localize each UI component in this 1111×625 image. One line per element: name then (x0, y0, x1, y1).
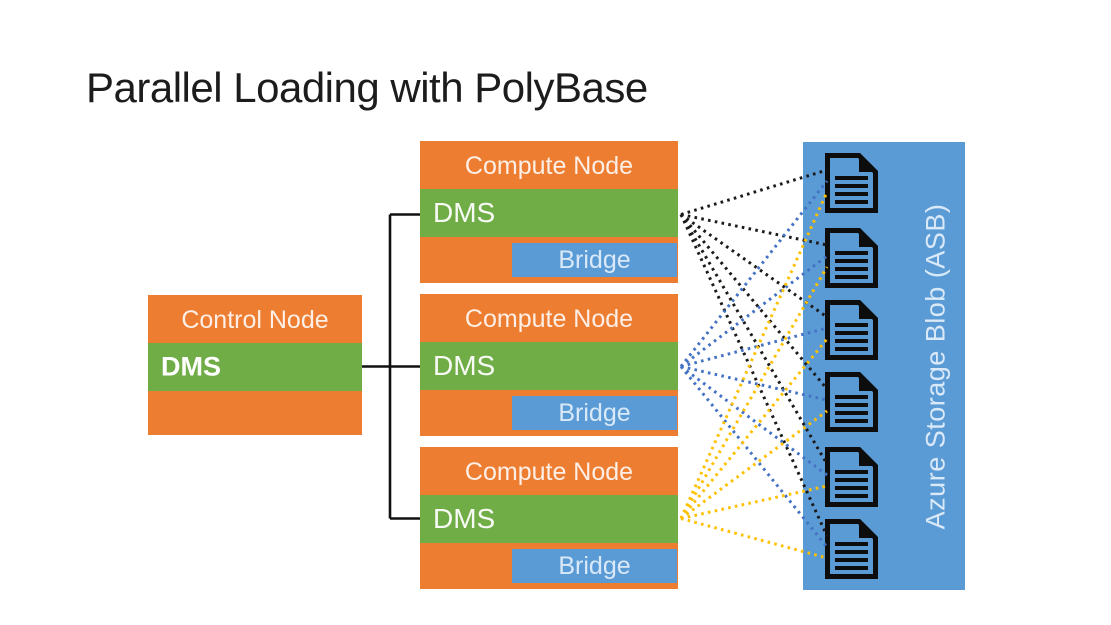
bridge-box: Bridge (512, 243, 677, 277)
compute-node-dms-label: DMS (433, 197, 496, 228)
bridge-label: Bridge (558, 551, 631, 580)
document-icon (825, 372, 878, 432)
bridge-label: Bridge (558, 398, 631, 427)
storage-box: Azure Storage Blob (ASB) (803, 142, 965, 590)
control-node: Control Node DMS (148, 295, 362, 435)
compute-node-3: Compute Node DMS Bridge (420, 447, 678, 589)
bridge-label: Bridge (558, 245, 631, 274)
storage-label: Azure Storage Blob (ASB) (920, 203, 951, 529)
compute-node-label: Compute Node (464, 458, 634, 486)
compute-node-dms-band: DMS Bridge (420, 495, 678, 583)
document-icon (825, 519, 878, 579)
compute-node-1: Compute Node DMS Bridge (420, 141, 678, 283)
slide-title: Parallel Loading with PolyBase (86, 64, 648, 111)
bridge-box: Bridge (512, 549, 677, 583)
control-node-label: Control Node (181, 306, 329, 334)
document-icon (825, 300, 878, 360)
compute-node-label: Compute Node (464, 305, 634, 333)
document-icon (825, 228, 878, 288)
storage-label-wrap: Azure Storage Blob (ASB) (907, 142, 965, 590)
bridge-box: Bridge (512, 396, 677, 430)
compute-node-label: Compute Node (464, 152, 634, 180)
compute-node-dms-band: DMS Bridge (420, 189, 678, 277)
document-icon (825, 447, 878, 507)
compute-node-2: Compute Node DMS Bridge (420, 294, 678, 436)
control-node-dms-band: DMS (148, 343, 362, 391)
compute-node-dms-label: DMS (433, 350, 496, 381)
control-node-dms-label: DMS (161, 351, 221, 382)
document-icon (825, 153, 878, 213)
control-compute-connector (362, 213, 420, 520)
compute-node-dms-band: DMS Bridge (420, 342, 678, 430)
compute-node-dms-label: DMS (433, 503, 496, 534)
